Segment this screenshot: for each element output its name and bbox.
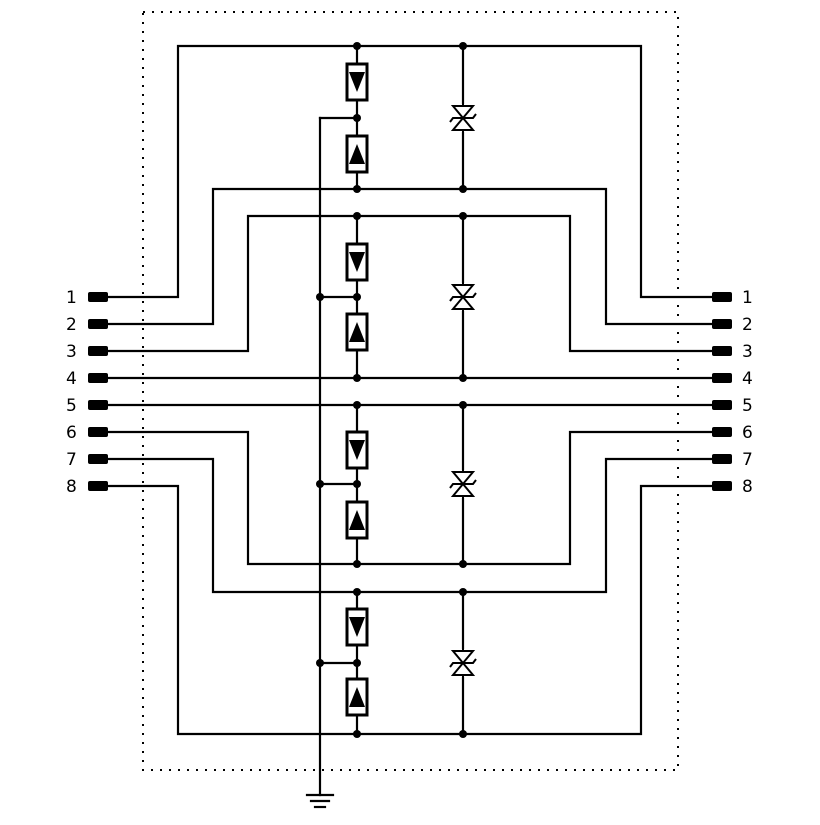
junction-dot (459, 374, 467, 382)
junction-dot (353, 401, 361, 409)
pin-label-left: 6 (66, 423, 77, 443)
wire-pin1 (101, 44, 719, 299)
pin-label-right: 3 (742, 342, 753, 362)
junction-dot (316, 659, 324, 667)
junction-dot (353, 560, 361, 568)
pin-label-left: 1 (66, 288, 77, 308)
diode (345, 242, 369, 282)
junction-dots (316, 42, 467, 738)
pin-label-left: 8 (66, 477, 77, 497)
connector-pin-right: 1 (712, 288, 753, 308)
connector-pin-left: 4 (66, 369, 108, 389)
diode (345, 430, 369, 470)
right-connector: 1 2 3 4 5 6 7 8 (712, 288, 753, 497)
pin-label-right: 8 (742, 477, 753, 497)
junction-dot (316, 293, 324, 301)
pin-label-left: 2 (66, 315, 77, 335)
junction-dot (353, 659, 361, 667)
diode (345, 677, 369, 717)
junction-dot (353, 374, 361, 382)
pin-label-right: 5 (742, 396, 753, 416)
connector-pin-left: 2 (66, 315, 108, 335)
connector-pin-right: 8 (712, 477, 753, 497)
wire-pin3 (101, 214, 719, 353)
pin-label-right: 7 (742, 450, 753, 470)
wire-pin2 (101, 187, 719, 326)
junction-dot (459, 730, 467, 738)
junction-dot (353, 480, 361, 488)
tvs-diode-icon (449, 470, 477, 498)
pin-label-right: 6 (742, 423, 753, 443)
pin-label-left: 3 (66, 342, 77, 362)
junction-dot (459, 401, 467, 409)
wiring (101, 44, 719, 809)
connector-pin-left: 1 (66, 288, 108, 308)
tvs-diode-icon (449, 649, 477, 677)
connector-pin-left: 8 (66, 477, 108, 497)
pin-label-right: 1 (742, 288, 753, 308)
pin-label-left: 7 (66, 450, 77, 470)
pin-label-left: 4 (66, 369, 77, 389)
junction-dot (353, 42, 361, 50)
connector-pin-right: 4 (712, 369, 753, 389)
diode (345, 607, 369, 647)
junction-dot (353, 114, 361, 122)
junction-dot (353, 588, 361, 596)
connector-pin-left: 6 (66, 423, 108, 443)
tvs-diode-icon (449, 104, 477, 132)
connector-pin-right: 5 (712, 396, 753, 416)
junction-dot (353, 730, 361, 738)
junction-dot (459, 588, 467, 596)
connector-pin-right: 2 (712, 315, 753, 335)
wire-pin7 (101, 457, 719, 594)
junction-dot (353, 185, 361, 193)
diode (345, 134, 369, 174)
left-connector: 1 2 3 4 5 6 7 8 (66, 288, 108, 497)
junction-dot (353, 212, 361, 220)
diode (345, 500, 369, 540)
connector-pin-left: 7 (66, 450, 108, 470)
wire-pin8 (101, 484, 719, 736)
connector-pin-left: 5 (66, 396, 108, 416)
connector-pin-right: 7 (712, 450, 753, 470)
tvs-diode-icon (449, 283, 477, 311)
diode (345, 62, 369, 102)
pin-label-right: 4 (742, 369, 753, 389)
wire-pin6 (101, 430, 719, 566)
enclosure-border (142, 11, 679, 771)
junction-dot (459, 42, 467, 50)
tvs-symbols (449, 104, 477, 677)
pin-label-left: 5 (66, 396, 77, 416)
junction-dot (459, 212, 467, 220)
connector-pin-left: 3 (66, 342, 108, 362)
pin-label-right: 2 (742, 315, 753, 335)
connector-pin-right: 3 (712, 342, 753, 362)
connector-pin-right: 6 (712, 423, 753, 443)
junction-dot (353, 293, 361, 301)
junction-dot (459, 185, 467, 193)
junction-dot (459, 560, 467, 568)
junction-dot (316, 480, 324, 488)
diode (345, 312, 369, 352)
diode-symbols (345, 62, 369, 717)
